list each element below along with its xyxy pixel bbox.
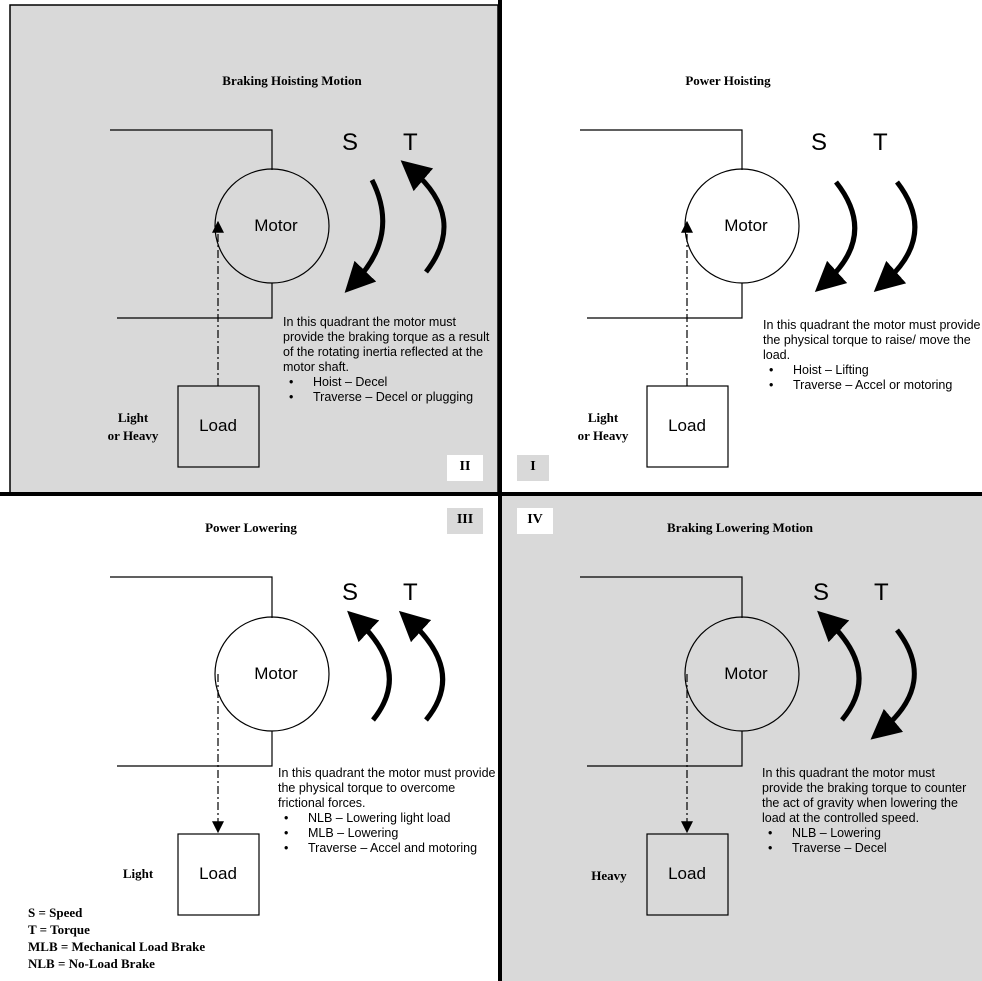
bullet-list: NLB – Lowering light load MLB – Lowering… <box>278 811 496 856</box>
motor-wire-top <box>580 576 743 618</box>
bullet-item: NLB – Lowering <box>762 826 968 841</box>
legend: S = Speed T = Torque MLB = Mechanical Lo… <box>28 904 205 972</box>
quadrant-iii-graphics <box>110 508 483 916</box>
quadrant-i-badge: I <box>530 459 536 474</box>
quadrant-iii-title: Power Lowering <box>205 520 297 535</box>
load-class-line: Heavy <box>591 868 627 883</box>
quadrant-i-description: In this quadrant the motor must provide … <box>763 318 981 393</box>
quadrant-ii-graphics <box>110 129 483 481</box>
load-label: Load <box>668 416 706 435</box>
bullet-item: Hoist – Decel <box>283 375 498 390</box>
load-class: Light <box>110 865 166 883</box>
torque-arrow <box>398 610 446 722</box>
load-class: Light or Heavy <box>568 409 638 445</box>
motor-wire-top <box>110 576 273 618</box>
load-label: Load <box>668 864 706 883</box>
motor-label: Motor <box>724 664 768 683</box>
speed-arrow <box>347 610 392 722</box>
quadrant-iv-badge-box <box>517 508 553 534</box>
legend-item: NLB = No-Load Brake <box>28 956 155 971</box>
legend-item: MLB = Mechanical Load Brake <box>28 939 206 954</box>
speed-label: S <box>813 579 830 606</box>
load-class-line: or Heavy <box>107 428 159 443</box>
motor-wire-top <box>580 129 743 170</box>
legend-item: S = Speed <box>28 905 83 920</box>
bullet-list: Hoist – Lifting Traverse – Accel or moto… <box>763 363 981 393</box>
torque-label: T <box>874 579 889 606</box>
bullet-list: NLB – Lowering Traverse – Decel <box>762 826 968 856</box>
quadrant-ii-background <box>10 5 498 493</box>
load-class-line: Light <box>587 410 619 425</box>
description-text: In this quadrant the motor must provide … <box>278 766 496 810</box>
quadrant-ii-badge: II <box>459 459 471 474</box>
speed-arrow <box>344 178 386 293</box>
speed-label: S <box>811 129 828 156</box>
load-class-line: Light <box>117 410 149 425</box>
quadrant-i-graphics <box>517 129 918 481</box>
motor-label: Motor <box>254 216 298 235</box>
quadrant-ii-badge-box <box>447 455 483 481</box>
motor-wire-bottom <box>587 283 743 319</box>
torque-arrow <box>400 160 447 274</box>
quadrant-iv-graphics <box>517 508 917 916</box>
bullet-item: Traverse – Decel or plugging <box>283 390 498 405</box>
load-label: Load <box>199 864 237 883</box>
quadrant-ii-description: In this quadrant the motor must provide … <box>283 315 498 405</box>
bullet-item: Traverse – Accel or motoring <box>763 378 981 393</box>
motor-wire-bottom <box>117 283 273 319</box>
quadrant-iv-badge: IV <box>527 512 543 527</box>
quadrant-i-badge-box <box>517 455 549 481</box>
torque-label: T <box>403 579 418 606</box>
description-text: In this quadrant the motor must provide … <box>762 766 967 825</box>
load-class: Heavy <box>580 867 638 885</box>
torque-label: T <box>403 129 418 156</box>
torque-arrow <box>870 628 917 740</box>
speed-label: S <box>342 129 359 156</box>
speed-arrow <box>817 610 862 722</box>
bullet-list: Hoist – Decel Traverse – Decel or pluggi… <box>283 375 498 405</box>
quadrant-iv-title: Braking Lowering Motion <box>667 520 813 535</box>
quadrant-iii-badge-box <box>447 508 483 534</box>
load-class-line: Light <box>122 866 154 881</box>
motor-label: Motor <box>254 664 298 683</box>
bullet-item: NLB – Lowering light load <box>278 811 496 826</box>
bullet-item: MLB – Lowering <box>278 826 496 841</box>
torque-label: T <box>873 129 888 156</box>
quadrant-iii-badge: III <box>456 512 474 527</box>
motor-wire-top <box>110 129 273 170</box>
bullet-item: Traverse – Accel and motoring <box>278 841 496 856</box>
bullet-item: Hoist – Lifting <box>763 363 981 378</box>
bullet-item: Traverse – Decel <box>762 841 968 856</box>
speed-label: S <box>342 579 359 606</box>
load-class-line: or Heavy <box>577 428 629 443</box>
motor-wire-bottom <box>117 731 273 767</box>
load-class: Light or Heavy <box>98 409 168 445</box>
load-label: Load <box>199 416 237 435</box>
quadrant-iii-description: In this quadrant the motor must provide … <box>278 766 496 856</box>
quadrant-ii-title: Braking Hoisting Motion <box>222 73 362 88</box>
torque-arrow <box>873 180 918 292</box>
quadrant-i-title: Power Hoisting <box>685 73 771 88</box>
quadrant-iv-description: In this quadrant the motor must provide … <box>762 766 968 856</box>
load-box <box>646 833 729 916</box>
motor-label: Motor <box>724 216 768 235</box>
motor-circle <box>214 616 330 732</box>
motor-circle <box>684 616 800 732</box>
speed-arrow <box>814 180 858 293</box>
motor-wire-bottom <box>587 731 743 767</box>
legend-item: T = Torque <box>28 922 90 937</box>
load-box <box>177 833 260 916</box>
description-text: In this quadrant the motor must provide … <box>283 315 490 374</box>
description-text: In this quadrant the motor must provide … <box>763 318 981 362</box>
